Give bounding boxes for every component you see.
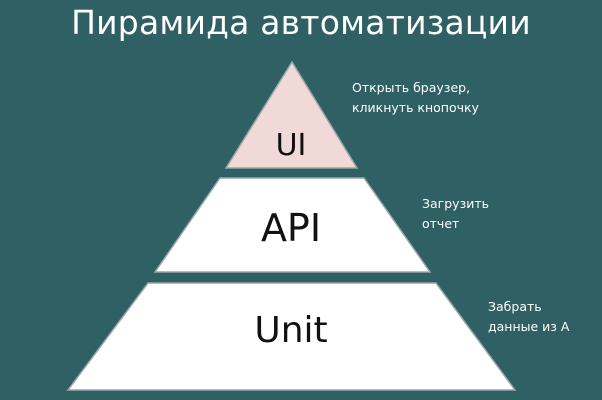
annotation-api: Загрузить отчет bbox=[422, 194, 489, 234]
pyramid-label-ui: UI bbox=[276, 128, 307, 163]
annotation-api-line-2: отчет bbox=[422, 216, 460, 231]
annotation-ui: Открыть браузер, кликнуть кнопочку bbox=[352, 78, 479, 118]
annotation-unit-line-1: Забрать bbox=[488, 299, 542, 314]
pyramid-label-unit: Unit bbox=[254, 310, 327, 351]
annotation-ui-line-1: Открыть браузер, bbox=[352, 80, 471, 95]
pyramid-level-unit bbox=[66, 282, 517, 391]
annotation-unit-line-2: данные из А bbox=[488, 319, 570, 334]
annotation-unit: Забрать данные из А bbox=[488, 297, 569, 337]
pyramid-label-api: API bbox=[261, 206, 321, 250]
pyramid-level-api bbox=[153, 177, 432, 273]
annotation-ui-line-2: кликнуть кнопочку bbox=[352, 100, 479, 115]
annotation-api-line-1: Загрузить bbox=[422, 196, 489, 211]
pyramid-level-ui bbox=[224, 60, 359, 169]
slide-title: Пирамида автоматизации bbox=[71, 3, 531, 42]
